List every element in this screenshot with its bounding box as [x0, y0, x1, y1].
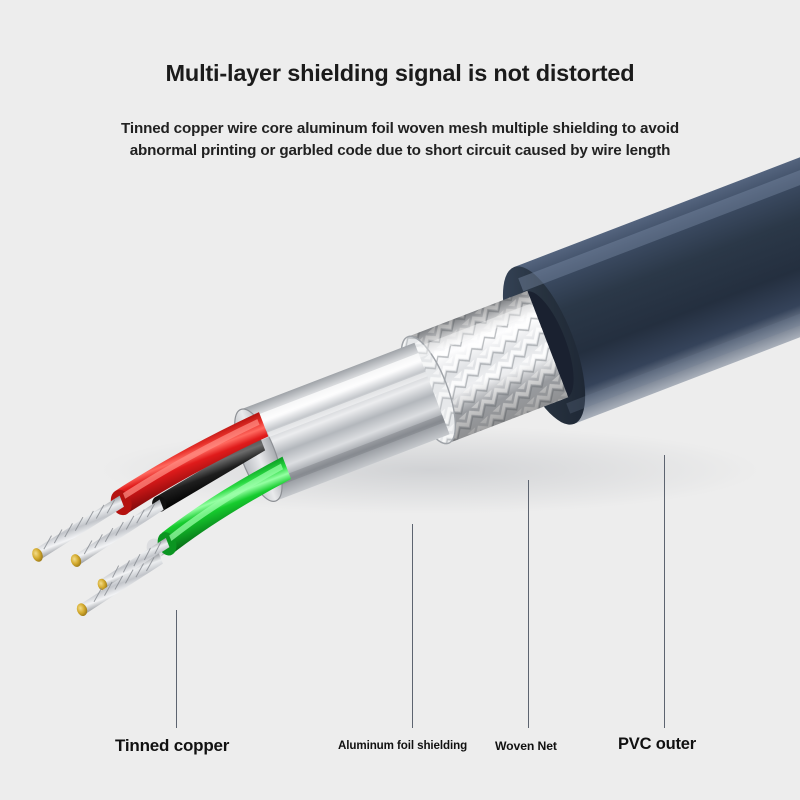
label-woven-net: Woven Net — [495, 739, 557, 753]
leader-line-pvc-outer — [664, 455, 665, 728]
label-aluminum-foil-shielding: Aluminum foil shielding — [338, 739, 468, 752]
leader-line-aluminum-foil — [412, 524, 413, 728]
page-subtitle: Tinned copper wire core aluminum foil wo… — [121, 120, 679, 159]
woven-net-layer — [400, 290, 569, 445]
strand-bundle — [76, 553, 163, 616]
strand-bundle — [70, 499, 164, 567]
insulated-conductors — [110, 412, 292, 559]
leader-line-woven-net — [528, 480, 529, 728]
aluminum-foil-layer — [234, 342, 450, 502]
page-title: Multi-layer shielding signal is not dist… — [165, 60, 635, 86]
label-pvc-outer: PVC outer — [618, 735, 696, 753]
strand-bundle — [97, 537, 170, 591]
label-tinned-copper: Tinned copper — [115, 736, 230, 755]
strand-bundle — [32, 495, 124, 562]
leader-line-tinned-copper — [176, 610, 177, 728]
tinned-copper-strands — [32, 495, 170, 616]
